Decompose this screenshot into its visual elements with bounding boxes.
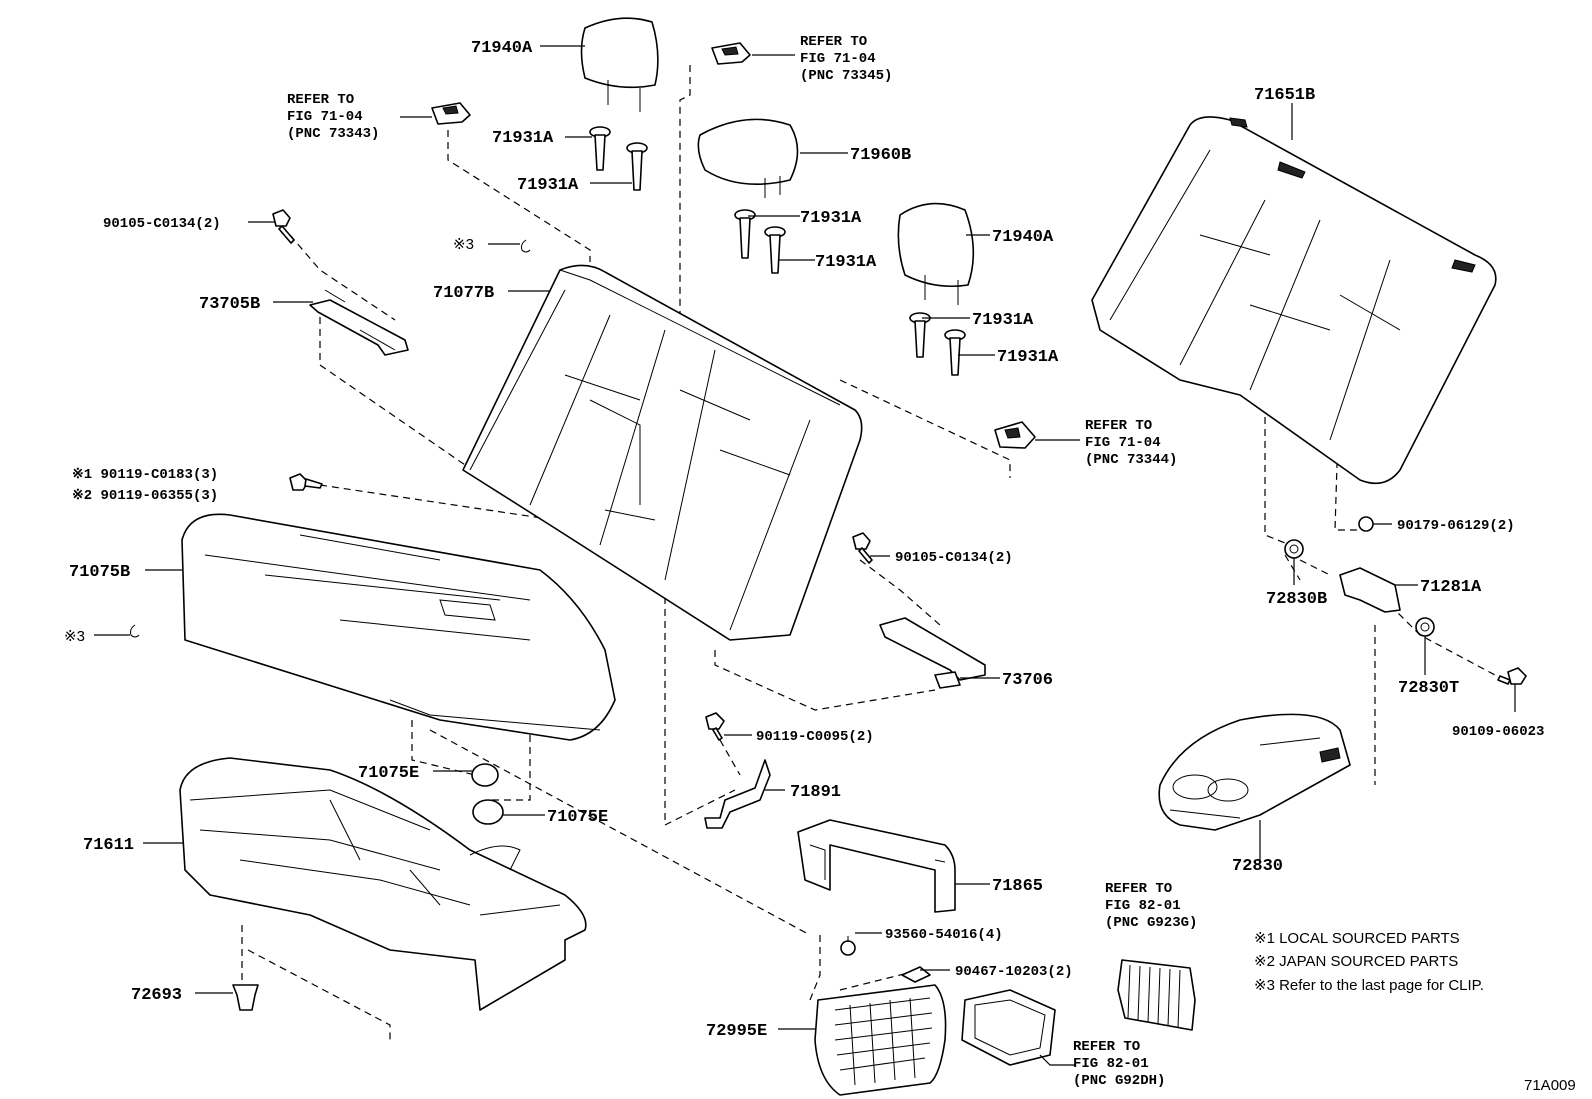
pad-71075E-2 [472, 799, 504, 825]
label-90105-left: 90105-C0134(2) [103, 216, 221, 232]
label-72995E: 72995E [706, 1022, 767, 1041]
nut-90179 [1358, 516, 1374, 532]
clip-72693 [232, 984, 259, 1011]
label-93560: 93560-54016(4) [885, 927, 1003, 943]
grille-72995E [814, 984, 947, 1096]
label-90119-c0095: 90119-C0095(2) [756, 729, 874, 745]
label-refer-g92dh-l3: (PNC G92DH) [1073, 1073, 1165, 1089]
label-72830T: 72830T [1398, 679, 1459, 698]
label-71931A-2: 71931A [517, 176, 579, 195]
label-71931A-1: 71931A [492, 129, 554, 148]
label-71891: 71891 [790, 783, 841, 802]
label-71075E-1: 71075E [358, 764, 419, 783]
label-71940A-mid: 71940A [992, 228, 1054, 247]
label-72693: 72693 [131, 986, 182, 1005]
legend-note-3: ※3 Refer to the last page for CLIP. [1254, 977, 1484, 994]
leader-lines [94, 45, 1516, 1066]
label-71931A-4: 71931A [815, 253, 877, 272]
headrest-guides-right [909, 312, 966, 376]
headrest-71940A-top [580, 17, 659, 112]
label-90105-mid: 90105-C0134(2) [895, 550, 1013, 566]
screw-93560 [840, 936, 856, 956]
bolt-90105-mid [852, 532, 873, 564]
label-refer-73345-l2: FIG 71-04 [800, 51, 876, 67]
label-refer-g92dh-l2: FIG 82-01 [1073, 1056, 1149, 1072]
cushion-frame-71611 [179, 757, 587, 1011]
label-71960B: 71960B [850, 146, 911, 165]
pad-71075E-1 [471, 763, 499, 787]
label-refer-73343-l2: FIG 71-04 [287, 109, 363, 125]
headrest-71960B [697, 118, 799, 198]
seatback-71077B [462, 264, 863, 641]
label-73705B: 73705B [199, 295, 260, 314]
label-refer-73344-l3: (PNC 73344) [1085, 452, 1177, 468]
clip-symbol-top [521, 239, 531, 253]
label-71075E-2: 71075E [547, 808, 608, 827]
hinge-73705B [309, 289, 409, 356]
seatback-panel-71651B [1091, 116, 1497, 485]
label-refer-g923g-l2: FIG 82-01 [1105, 898, 1181, 914]
clip-90467 [901, 966, 931, 983]
clip-73344 [994, 421, 1036, 449]
label-71611: 71611 [83, 836, 134, 855]
cover-g923g [1117, 959, 1196, 1031]
label-73706: 73706 [1002, 671, 1053, 690]
hinge-73706 [879, 617, 986, 689]
bracket-71891 [704, 759, 771, 829]
part-labels: 71940A REFER TO FIG 71-04 (PNC 73343) 71… [64, 34, 1576, 1094]
label-refer-73344-l2: FIG 71-04 [1085, 435, 1161, 451]
screw-90109 [1497, 667, 1527, 685]
label-refer-g923g-l3: (PNC G923G) [1105, 915, 1197, 931]
bracket-71281A [1339, 567, 1401, 613]
bolt-90119-c0183 [289, 473, 323, 491]
cover-g92dh [961, 989, 1056, 1066]
legend-note-1: ※1 LOCAL SOURCED PARTS [1254, 930, 1460, 947]
clip-73343 [431, 102, 471, 125]
label-refer-73344-l1: REFER TO [1085, 418, 1152, 434]
headrest-71940A-right [897, 202, 975, 305]
bolt-90105-left [272, 209, 295, 244]
clip-73345 [711, 42, 751, 65]
bolt-90119-c0095 [705, 712, 725, 741]
label-fig-code: 71A009 [1524, 1077, 1576, 1094]
label-72830B: 72830B [1266, 590, 1327, 609]
label-bolt-note2: ※2 90119-06355(3) [72, 488, 218, 504]
label-71931A-3: 71931A [800, 209, 862, 228]
label-refer-73345-l1: REFER TO [800, 34, 867, 50]
label-refer-g923g-l1: REFER TO [1105, 881, 1172, 897]
label-90467: 90467-10203(2) [955, 964, 1073, 980]
seat-cushion-71075B [181, 513, 616, 741]
label-71651B: 71651B [1254, 86, 1315, 105]
label-refer-73343-l1: REFER TO [287, 92, 354, 108]
label-clip3-top: ※3 [453, 236, 474, 253]
label-71865: 71865 [992, 877, 1043, 896]
label-90179: 90179-06129(2) [1397, 518, 1515, 534]
label-71931A-6: 71931A [997, 348, 1059, 367]
label-72830: 72830 [1232, 857, 1283, 876]
legend-note-2: ※2 JAPAN SOURCED PARTS [1254, 953, 1458, 970]
grommet-72830T [1415, 617, 1435, 637]
legend: ※1 LOCAL SOURCED PARTS ※2 JAPAN SOURCED … [1254, 930, 1484, 994]
grommet-72830B [1284, 539, 1304, 559]
armrest-72830 [1158, 713, 1351, 831]
label-71075B: 71075B [69, 563, 130, 582]
label-71077B: 71077B [433, 284, 494, 303]
clip-symbol-left [130, 624, 140, 638]
label-71931A-5: 71931A [972, 311, 1034, 330]
headrest-guides-center [734, 209, 786, 274]
headrest-guides-top [589, 126, 648, 191]
label-bolt-note1: ※1 90119-C0183(3) [72, 467, 218, 483]
label-71281A: 71281A [1420, 578, 1482, 597]
label-refer-73345-l3: (PNC 73345) [800, 68, 892, 84]
panel-71865 [797, 819, 956, 913]
label-refer-73343-l3: (PNC 73343) [287, 126, 379, 142]
label-clip3-left: ※3 [64, 628, 85, 645]
label-71940A-top: 71940A [471, 39, 533, 58]
label-refer-g92dh-l1: REFER TO [1073, 1039, 1140, 1055]
label-90109: 90109-06023 [1452, 724, 1544, 740]
